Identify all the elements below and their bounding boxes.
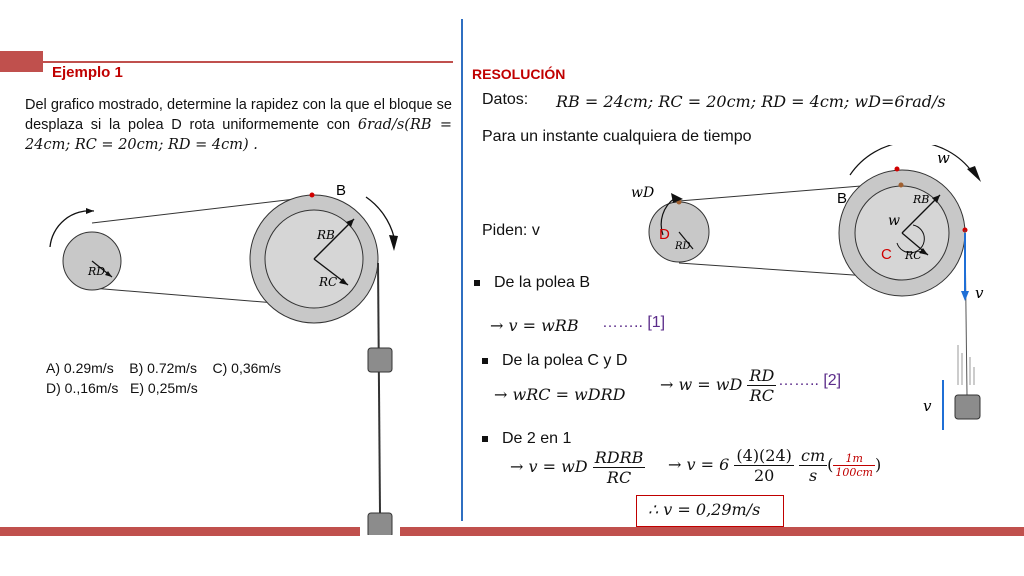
right-pulley-figure: w wD B RB w D RD C RC v v <box>631 145 984 430</box>
svg-text:v: v <box>923 397 932 415</box>
options-line-2: D) 0.,16m/s E) 0,25m/s <box>46 380 198 396</box>
step1-ref: …….. [1] <box>602 314 666 331</box>
svg-text:v: v <box>975 284 984 302</box>
left-pulley-figure: B RB RC RD <box>49 182 398 535</box>
result-text: ∴ v = 0,29m/s <box>648 500 761 519</box>
piden-text: Piden: v <box>482 222 540 239</box>
svg-text:RD: RD <box>674 241 691 252</box>
label-rb: RB <box>316 228 335 242</box>
accent-bar-bottom-left <box>0 527 360 536</box>
rotation-arrow-wd <box>660 197 676 236</box>
rope <box>377 262 381 514</box>
accent-bar-top <box>0 51 43 72</box>
block-bottom <box>367 512 393 535</box>
rotation-arrow-b <box>365 196 395 238</box>
vertical-divider <box>461 19 463 521</box>
svg-text:wD: wD <box>631 185 654 201</box>
problem-statement: Del grafico mostrado, determine la rapid… <box>25 95 452 155</box>
problem-text: Del grafico mostrado, determine la rapid… <box>25 97 452 133</box>
options-line-1: A) 0.29m/s B) 0.72m/s C) 0,36m/s <box>46 360 281 376</box>
svg-text:C: C <box>881 246 892 263</box>
belt-top <box>91 196 313 224</box>
step2-eq: → wRC = wDRD <box>494 385 626 404</box>
label-rc: RC <box>318 275 337 289</box>
datos-label: Datos: <box>482 91 529 108</box>
answer-options: A) 0.29m/s B) 0.72m/s C) 0,36m/s D) 0.,1… <box>46 358 281 398</box>
resolution-title: RESOLUCIÓN <box>472 66 566 82</box>
contact-point <box>309 192 315 198</box>
accent-bar-bottom-right <box>400 527 1024 536</box>
datos-values: RB = 24cm; RC = 20cm; RD = 4cm; wD=6rad/… <box>556 92 946 111</box>
radius-rb <box>313 218 355 260</box>
radius-rd-r <box>678 231 694 250</box>
label-rd: RD <box>87 265 105 278</box>
svg-text:RB: RB <box>912 193 929 206</box>
bullet-icon <box>474 279 480 286</box>
step2-ref: …….. [2] <box>778 372 842 389</box>
radius-rb-r <box>901 194 941 234</box>
step1-label: De la polea B <box>474 274 590 292</box>
bullet-icon <box>482 357 488 364</box>
block-r <box>954 394 981 420</box>
rotation-arrow-w <box>849 145 974 176</box>
rotation-arrow-inner <box>896 224 925 254</box>
step1-eq: → v = wRB <box>490 316 579 335</box>
svg-text:B: B <box>837 190 847 207</box>
instant-text: Para un instante cualquiera de tiempo <box>482 128 752 145</box>
bullet-icon <box>482 435 488 442</box>
step3-label: De 2 en 1 <box>482 430 571 448</box>
step2-label: De la polea C y D <box>482 352 627 370</box>
svg-text:D: D <box>659 226 670 243</box>
svg-text:w: w <box>888 213 900 229</box>
result-box <box>636 495 784 527</box>
problem-math: 6rad/s(RB = 24cm; RC = 20cm; RD = 4cm) . <box>25 117 452 153</box>
svg-text:w: w <box>937 149 950 167</box>
label-b: B <box>336 182 346 199</box>
accent-line-top <box>43 61 453 63</box>
svg-text:RC: RC <box>904 249 922 262</box>
block-middle <box>367 347 393 373</box>
example-title: Ejemplo 1 <box>52 64 123 81</box>
